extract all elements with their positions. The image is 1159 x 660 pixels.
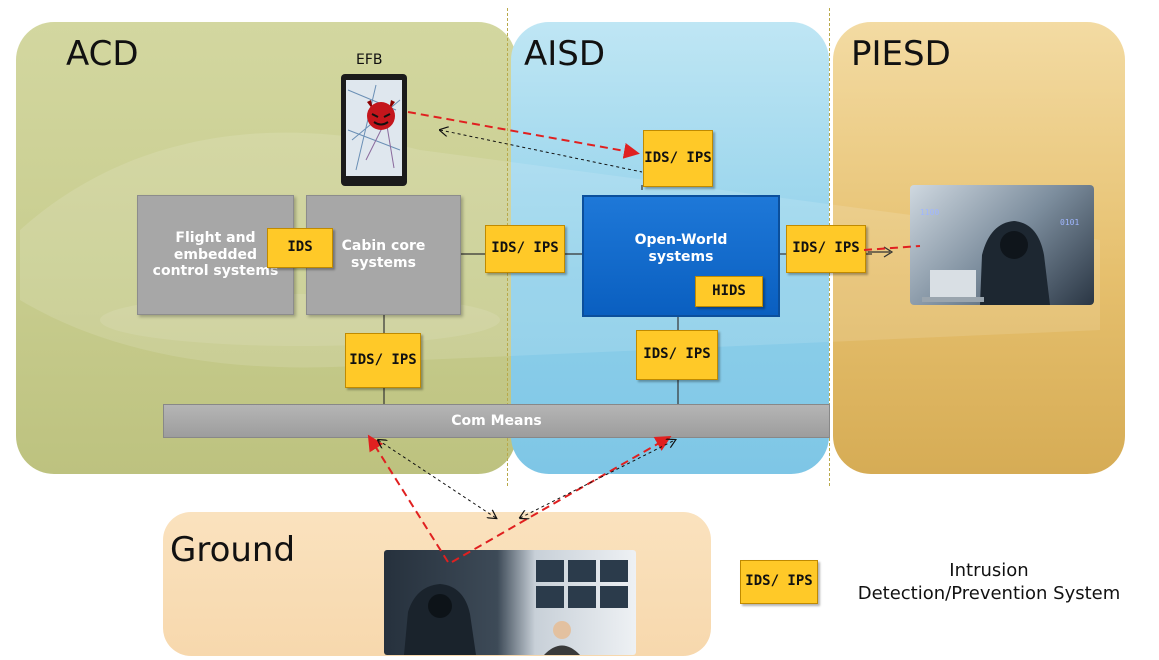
cabin-core-systems-label: Cabin core systems [341,238,426,271]
flight-embedded-control-label: Flight and embedded control systems [152,229,279,280]
ground-control-image [384,550,636,655]
ground-title: Ground [170,530,296,570]
legend-ids-ips-badge: IDS/ IPS [740,560,818,604]
legend-line2: Detection/Prevention System [857,582,1121,604]
ids-ips-badge-efb: IDS/ IPS [643,130,713,187]
open-world-systems-label: Open-World systems [634,232,728,265]
hacker-figure-icon: 0101 1100 [920,208,1079,305]
ids-ips-badge-acd-aisd: IDS/ IPS [485,225,565,273]
acd-title: ACD [66,34,139,74]
efb-label: EFB [356,52,383,68]
com-means-bar: Com Means [163,404,830,438]
svg-text:0101: 0101 [1060,218,1079,227]
malware-devil-icon [367,100,395,130]
legend-line1: Intrusion [949,560,1029,581]
ids-ips-badge-acd-com: IDS/ IPS [345,333,421,388]
aisd-title: AISD [524,34,606,74]
piesd-hacker-image: 0101 1100 [910,185,1094,305]
legend-text: Intrusion Detection/Prevention System [826,560,1152,605]
ids-ips-badge-aisd-piesd: IDS/ IPS [786,225,866,273]
piesd-title: PIESD [851,34,951,74]
hids-badge: HIDS [695,276,763,307]
ids-badge-cabin: IDS [267,228,333,268]
ids-ips-badge-aisd-com: IDS/ IPS [636,330,718,380]
ground-control-figures-icon [404,560,628,655]
efb-tablet [341,74,407,186]
svg-text:1100: 1100 [920,208,939,217]
